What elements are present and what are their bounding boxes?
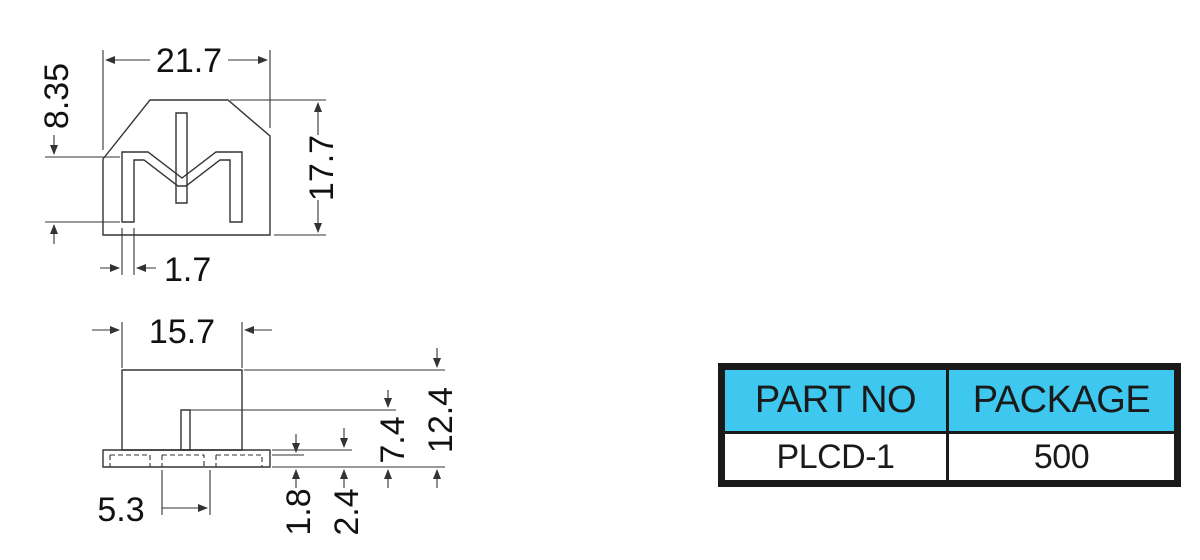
part-table-grid: PART NO PACKAGE PLCD-1 500 [725, 370, 1174, 480]
side-view-base [102, 449, 271, 468]
side-view-pin [180, 409, 191, 451]
dim-side-base-height: 2.4 [328, 488, 366, 535]
side-view-base-detail [109, 454, 263, 467]
dim-top-left-height: 8.35 [38, 63, 76, 129]
dim-side-total-height: 12.4 [422, 387, 460, 453]
table-header-part-no: PART NO [725, 370, 946, 431]
part-table: PART NO PACKAGE PLCD-1 500 [718, 363, 1181, 487]
dim-side-pin-height: 7.4 [374, 416, 412, 463]
dim-top-right-height: 17.7 [303, 135, 341, 201]
dim-side-width: 15.7 [149, 313, 215, 351]
top-view-body-outline [102, 99, 271, 236]
dim-side-pitch: 5.3 [97, 491, 144, 529]
top-view-center-pin [175, 112, 188, 204]
top-view-contact [121, 151, 243, 223]
table-cell-package: 500 [949, 434, 1174, 480]
side-view: 15.7 5.3 12.4 7.4 2.4 1.8 [92, 313, 460, 536]
table-cell-part-no: PLCD-1 [725, 434, 946, 480]
table-header-package: PACKAGE [949, 370, 1174, 431]
dim-side-flange-height: 1.8 [280, 488, 318, 535]
top-view: 21.7 8.35 17.7 1.7 [38, 42, 341, 289]
dim-top-width: 21.7 [156, 42, 222, 80]
dim-top-slot: 1.7 [164, 251, 211, 289]
